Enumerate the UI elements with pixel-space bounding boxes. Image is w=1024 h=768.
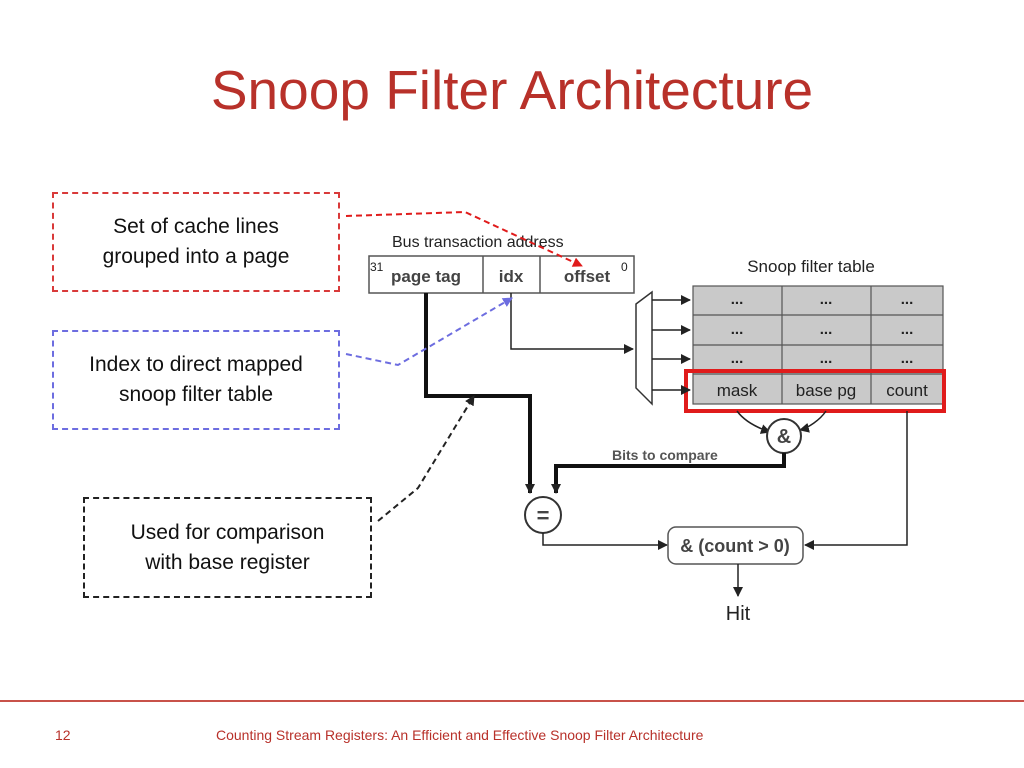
- cell-count: count: [886, 381, 928, 400]
- count-box-label: & (count > 0): [680, 536, 790, 556]
- cell-mask: mask: [717, 381, 758, 400]
- field-idx: idx: [499, 267, 524, 286]
- address-lsb: 0: [621, 260, 628, 274]
- table-cell: ...: [820, 350, 833, 367]
- address-msb: 31: [370, 260, 384, 274]
- eq-out-wire: [542, 533, 668, 550]
- footer-divider: [0, 700, 1024, 702]
- bits-wire: [551, 453, 786, 494]
- cell-base-pg: base pg: [796, 381, 857, 400]
- table-cell: ...: [901, 291, 914, 308]
- table-cell: ...: [731, 291, 744, 308]
- callout-compare: Used for comparison with base register: [83, 497, 372, 598]
- callout-compare-line2: with base register: [145, 550, 310, 574]
- table-cell: ...: [901, 321, 914, 338]
- count-box: [667, 526, 804, 565]
- address-box: [368, 255, 635, 294]
- callout-compare-connector: [377, 395, 475, 522]
- table-cell: ...: [731, 350, 744, 367]
- table-cell: ...: [820, 321, 833, 338]
- callout-index-line2: snoop filter table: [118, 383, 274, 406]
- callout-compare-line1: Used for comparison: [130, 520, 325, 544]
- mask-wire: [736, 410, 771, 434]
- count-wire: [804, 411, 908, 550]
- footer-text: Counting Stream Registers: An Efficient …: [216, 727, 704, 743]
- table-label: Snoop filter table: [747, 257, 875, 276]
- table-cell: ...: [901, 350, 914, 367]
- page-tag-wire: [424, 293, 535, 494]
- hit-label: Hit: [726, 603, 751, 625]
- callout-page-line2: grouped into a page: [102, 245, 290, 268]
- page-number: 12: [55, 727, 71, 743]
- eq-gate-label: =: [537, 503, 550, 528]
- field-page-tag: page tag: [391, 267, 461, 286]
- table-cell: ...: [820, 291, 833, 308]
- slide-title: Snoop Filter Architecture: [210, 59, 814, 121]
- snoop-table: [692, 285, 944, 405]
- address-label: Bus transaction address: [392, 234, 564, 251]
- decoder-mux: [635, 290, 653, 406]
- bits-label: Bits to compare: [612, 447, 718, 463]
- callout-page-connector: [345, 210, 583, 267]
- callout-index: Index to direct mapped snoop filter tabl…: [52, 330, 340, 430]
- table-cell: ...: [731, 321, 744, 338]
- field-offset: offset: [564, 267, 611, 286]
- callout-page-line1: Set of cache lines: [113, 215, 279, 238]
- callout-index-connector: [345, 297, 513, 367]
- and-gate-label: &: [777, 426, 791, 448]
- idx-wire: [510, 293, 634, 354]
- architecture-diagram: Bus transaction address 31 0 page tag id…: [345, 210, 946, 625]
- base-pg-wire: [799, 410, 827, 433]
- callout-index-line1: Index to direct mapped: [89, 353, 303, 376]
- callout-page: Set of cache lines grouped into a page: [52, 192, 340, 292]
